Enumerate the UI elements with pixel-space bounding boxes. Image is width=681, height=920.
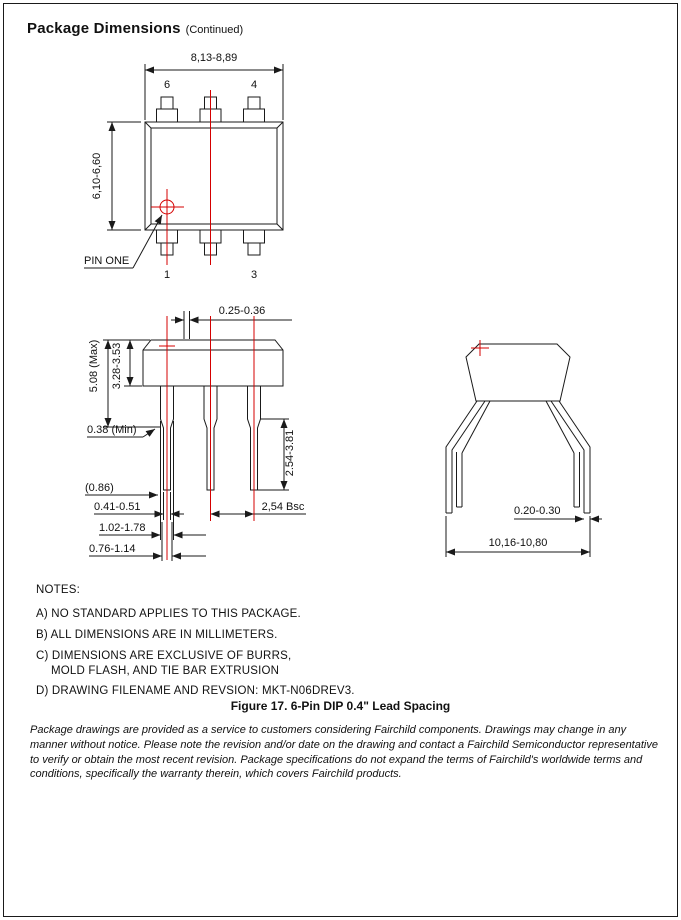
note-b: B) ALL DIMENSIONS ARE IN MILLIMETERS. <box>36 629 278 641</box>
dim-height-max-label: 5.08 (Max) <box>88 340 100 393</box>
dim-body-height-label: 3.28-3.53 <box>111 343 123 389</box>
side-view-drawing: 0.20-0.30 10,16-10,80 <box>445 340 602 557</box>
top-view-centerlines <box>151 90 211 265</box>
dim-pitch-label: 2,54 Bsc <box>262 501 305 513</box>
top-view-labels: 8,13-8,89 6,10-6,60 6 4 1 3 PIN ONE <box>84 52 257 281</box>
top-view-drawing: 8,13-8,89 6,10-6,60 6 4 1 3 PIN ONE <box>84 52 284 281</box>
dim-mid-width-label: 0.76-1.14 <box>89 543 135 555</box>
dim-tip-width-label: 0.41-0.51 <box>94 501 140 513</box>
notes-section: NOTES: A) NO STANDARD APPLIES TO THIS PA… <box>36 584 355 697</box>
note-c-line2: MOLD FLASH, AND TIE BAR EXTRUSION <box>51 665 280 677</box>
dim-shoulder-width-label: 1.02-1.78 <box>99 522 145 534</box>
dim-body-width-label: 8,13-8,89 <box>191 52 237 64</box>
figure-caption: Figure 17. 6-Pin DIP 0.4" Lead Spacing <box>230 699 451 713</box>
front-view-centerlines <box>159 316 255 560</box>
page-title-text: Package Dimensions <box>27 20 181 37</box>
dim-side-lead-thickness-label: 0.20-0.30 <box>514 505 560 517</box>
pin-6-label: 6 <box>164 79 170 91</box>
dim-body-depth-label: 6,10-6,60 <box>91 153 103 199</box>
disclaimer-text: Package drawings are provided as a servi… <box>30 724 658 781</box>
notes-heading: NOTES: <box>36 584 81 596</box>
dim-lead-length-label: 2.54-3.81 <box>284 430 296 476</box>
dim-lead-span-label: 10,16-10,80 <box>489 537 548 549</box>
side-view-centerlines <box>471 340 489 356</box>
dim-lead-thickness-label: 0.25-0.36 <box>219 305 265 317</box>
pin-4-label: 4 <box>251 79 257 91</box>
page-title: Package Dimensions (Continued) <box>27 20 243 38</box>
pin-one-label: PIN ONE <box>84 255 129 267</box>
front-view-labels: 0.25-0.36 5.08 (Max) 3.28-3.53 0.38 (Min… <box>85 305 305 555</box>
front-view-drawing: 0.25-0.36 5.08 (Max) 3.28-3.53 0.38 (Min… <box>85 305 306 561</box>
pin-1-label: 1 <box>164 269 170 281</box>
page-title-continued: (Continued) <box>185 24 244 36</box>
pin-one-marker <box>159 199 175 215</box>
side-view-labels: 0.20-0.30 10,16-10,80 <box>489 505 561 549</box>
note-a: A) NO STANDARD APPLIES TO THIS PACKAGE. <box>36 608 301 620</box>
side-view-geometry <box>445 343 602 557</box>
note-c-line1: C) DIMENSIONS ARE EXCLUSIVE OF BURRS, <box>36 650 292 662</box>
dim-standoff-label: 0.38 (Min) <box>87 424 137 436</box>
top-view-geometry <box>84 64 284 269</box>
note-d: D) DRAWING FILENAME AND REVSION: MKT-N06… <box>36 685 355 697</box>
dim-ref-label: (0.86) <box>85 482 114 494</box>
pin-3-label: 3 <box>251 269 257 281</box>
